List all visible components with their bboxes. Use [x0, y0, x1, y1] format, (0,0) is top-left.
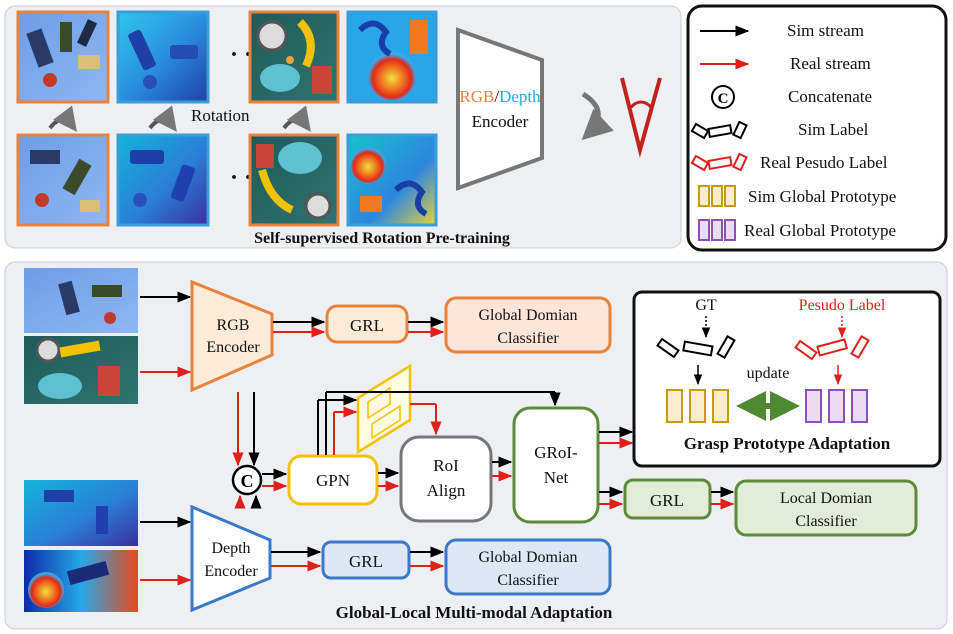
rotation-arrow-2	[148, 105, 177, 132]
legend-real-pseudo-label: Real Pesudo Label	[760, 153, 888, 172]
groi-net	[512, 406, 600, 524]
legend-sim-stream: Sim stream	[787, 21, 864, 40]
gpa-sim-prototype-icon	[666, 389, 729, 423]
sim-depth-rotated-thumbnail	[116, 133, 210, 227]
real-depth-thumbnail	[346, 10, 438, 104]
groi-net-label-1: GRoI-	[534, 443, 578, 462]
pretraining-title: Self-supervised Rotation Pre-training	[254, 230, 510, 247]
pretraining-panel: · · Rotation	[4, 5, 682, 249]
depth-encoder-label-2: Encoder	[204, 563, 258, 580]
input-real-rgb	[24, 336, 138, 404]
grl-rgb-label: GRL	[350, 316, 384, 335]
sim-rgb-thumbnail	[16, 10, 110, 104]
grl-local	[623, 478, 712, 520]
global-domain-classifier-depth	[444, 538, 612, 596]
encoder-label: Encoder	[472, 112, 529, 131]
curved-output-arrow	[581, 91, 614, 141]
gpa-title: Grasp Prototype Adaptation	[684, 434, 891, 453]
sim-depth-thumbnail	[116, 10, 210, 104]
sim-rgb-rotated-thumbnail	[16, 133, 110, 227]
input-sim-rgb	[24, 268, 138, 333]
encoder-title: RGB/Depth	[459, 87, 541, 106]
concat-node	[231, 464, 263, 496]
grasp-prototype-adaptation: GT Pesudo Label update	[632, 290, 942, 468]
adaptation-title: Global-Local Multi-modal Adaptation	[336, 603, 613, 622]
rotation-arrow-3	[282, 105, 311, 132]
real-prototype-icon	[698, 219, 736, 241]
adaptation-panel: RGB Encoder Depth Encoder GRL Global Dom…	[4, 261, 948, 630]
angle-arc-icon	[628, 100, 654, 110]
rgb-encoder-label-1: RGB	[217, 317, 250, 334]
roi-align-label-2: Align	[427, 481, 466, 500]
input-sim-depth	[24, 480, 138, 546]
gdc-rgb-label-1: Global Domian	[478, 307, 577, 324]
global-domain-classifier-rgb	[444, 296, 612, 354]
legend-sim-label: Sim Label	[798, 120, 869, 139]
input-real-depth	[24, 550, 138, 612]
sim-label-icon	[690, 120, 748, 140]
concatenate-icon	[711, 85, 735, 109]
concatenate-symbol: C	[718, 91, 729, 107]
concat-symbol: C	[241, 471, 254, 491]
legend-concatenate: Concatenate	[788, 87, 872, 106]
gpa-gt: GT	[695, 297, 717, 314]
rotation-arrow-1	[48, 105, 77, 132]
ellipsis-bottom: · ·	[230, 165, 252, 191]
gpa-pseudo-label: Pesudo Label	[799, 297, 886, 314]
grl-depth	[321, 540, 411, 580]
grl-rgb	[325, 304, 409, 344]
depth-encoder	[190, 504, 272, 613]
gpa-real-prototype-icon	[805, 389, 868, 423]
gpn	[287, 454, 379, 506]
roi-align-label-1: RoI	[433, 456, 459, 475]
real-pseudo-label-icon	[690, 152, 748, 172]
rotation-label: Rotation	[191, 106, 250, 125]
gdc-depth-label-1: Global Domian	[478, 549, 577, 566]
legend-real-stream: Real stream	[790, 54, 871, 73]
real-rgb-thumbnail	[248, 10, 340, 104]
gpa-real-label-icon	[794, 334, 870, 361]
angle-icon	[620, 77, 662, 158]
legend-sim-global-prototype: Sim Global Prototype	[748, 187, 896, 206]
grl-local-label: GRL	[650, 491, 684, 510]
legend-box: Sim stream Real stream C Concatenate Sim…	[686, 4, 948, 252]
rgb-depth-encoder	[456, 27, 544, 191]
gpa-sim-label-icon	[656, 334, 736, 360]
gdc-depth-label-2: Classifier	[497, 572, 559, 589]
sim-prototype-icon	[698, 185, 736, 207]
ldc-label-1: Local Domian	[780, 490, 872, 507]
real-depth-rotated-thumbnail	[346, 133, 438, 227]
rgb-encoder-label-2: Encoder	[206, 339, 260, 356]
proposal-map-icon	[356, 363, 412, 455]
real-rgb-rotated-thumbnail	[248, 133, 340, 227]
rgb-encoder	[190, 279, 274, 393]
depth-encoder-label-1: Depth	[211, 540, 250, 557]
gdc-rgb-label-2: Classifier	[497, 330, 559, 347]
ellipsis-top: · ·	[230, 42, 252, 68]
legend-real-global-prototype: Real Global Prototype	[744, 221, 896, 240]
local-domain-classifier	[734, 479, 918, 537]
ldc-label-2: Classifier	[795, 513, 857, 530]
gpa-update: update	[747, 365, 790, 382]
groi-net-label-2: Net	[544, 468, 569, 487]
gpn-label: GPN	[316, 471, 350, 490]
grl-depth-label: GRL	[349, 552, 383, 571]
roi-align	[399, 435, 493, 523]
